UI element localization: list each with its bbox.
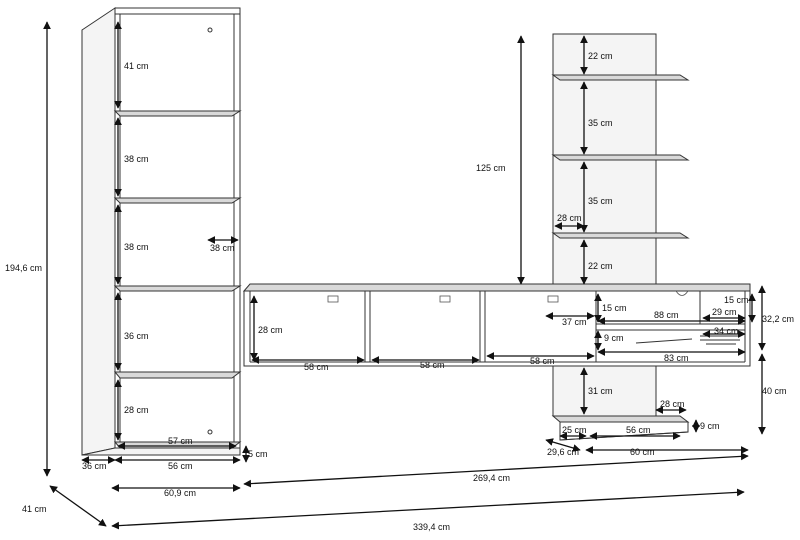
label-h-28: 28 cm bbox=[124, 405, 149, 415]
label-h-32: 32,2 cm bbox=[762, 314, 794, 324]
dimension-labels: 41 cm 38 cm 38 cm 36 cm 28 cm 38 cm 57 c… bbox=[5, 51, 794, 532]
label-w-58a: 58 cm bbox=[304, 362, 329, 372]
bookcase-frame bbox=[114, 7, 241, 449]
label-w-57: 57 cm bbox=[168, 436, 193, 446]
rack-shelf-2 bbox=[551, 154, 690, 161]
label-w-339: 339,4 cm bbox=[413, 522, 450, 532]
label-w-34: 34 cm bbox=[714, 326, 739, 336]
tall-bookcase bbox=[81, 7, 242, 456]
label-h-9b: 9 cm bbox=[700, 421, 720, 431]
label-h-38b: 38 cm bbox=[124, 242, 149, 252]
label-h-22a: 22 cm bbox=[588, 51, 613, 61]
label-h-15b: 15 cm bbox=[724, 295, 749, 305]
label-w-56-tall: 56 cm bbox=[168, 461, 193, 471]
dimension-lines bbox=[43, 21, 766, 530]
bookcase-shelf-2 bbox=[113, 197, 242, 204]
bookcase-shelf-3 bbox=[113, 285, 242, 292]
label-h-38a: 38 cm bbox=[124, 154, 149, 164]
label-w-25: 25 cm bbox=[562, 425, 587, 435]
label-h-35b: 35 cm bbox=[588, 196, 613, 206]
label-h-22b: 22 cm bbox=[588, 261, 613, 271]
label-w-56-low: 56 cm bbox=[626, 425, 651, 435]
label-w-58b: 58 cm bbox=[420, 360, 445, 370]
label-d-41: 41 cm bbox=[22, 504, 47, 514]
label-d-29-6: 29,6 cm bbox=[547, 447, 579, 457]
rack-shelf-1 bbox=[551, 74, 690, 81]
label-h-15a: 15 cm bbox=[602, 303, 627, 313]
rack-shelf-3 bbox=[551, 232, 690, 239]
label-w-28-low: 28 cm bbox=[660, 399, 685, 409]
label-h-125: 125 cm bbox=[476, 163, 506, 173]
label-w-83: 83 cm bbox=[664, 353, 689, 363]
label-w-29: 29 cm bbox=[712, 307, 737, 317]
label-h-5: 5 cm bbox=[248, 449, 268, 459]
label-h-36: 36 cm bbox=[124, 331, 149, 341]
bookcase-side-panel bbox=[81, 7, 116, 456]
label-w-28-rack: 28 cm bbox=[557, 213, 582, 223]
tv-unit-top bbox=[242, 283, 751, 292]
label-h-35a: 35 cm bbox=[588, 118, 613, 128]
label-h-28-wall: 28 cm bbox=[258, 325, 283, 335]
label-h-37: 37 cm bbox=[562, 317, 587, 327]
label-d-36: 36 cm bbox=[82, 461, 107, 471]
label-h-31: 31 cm bbox=[588, 386, 613, 396]
low-cabinet-shelf bbox=[551, 415, 690, 423]
label-w-60-9: 60,9 cm bbox=[164, 488, 196, 498]
label-w-269: 269,4 cm bbox=[473, 473, 510, 483]
label-w-88: 88 cm bbox=[654, 310, 679, 320]
bookcase-shelf-1 bbox=[113, 110, 242, 117]
label-w-58c: 58 cm bbox=[530, 356, 555, 366]
wall-shelf-rack bbox=[551, 33, 690, 285]
label-h-40: 40 cm bbox=[762, 386, 787, 396]
tv-unit-body bbox=[243, 290, 751, 367]
label-w-60: 60 cm bbox=[630, 447, 655, 457]
label-h-194: 194,6 cm bbox=[5, 263, 42, 273]
label-h-41: 41 cm bbox=[124, 61, 149, 71]
label-w-38: 38 cm bbox=[210, 243, 235, 253]
bookcase-shelf-4 bbox=[113, 371, 242, 379]
label-h-9a: 9 cm bbox=[604, 333, 624, 343]
